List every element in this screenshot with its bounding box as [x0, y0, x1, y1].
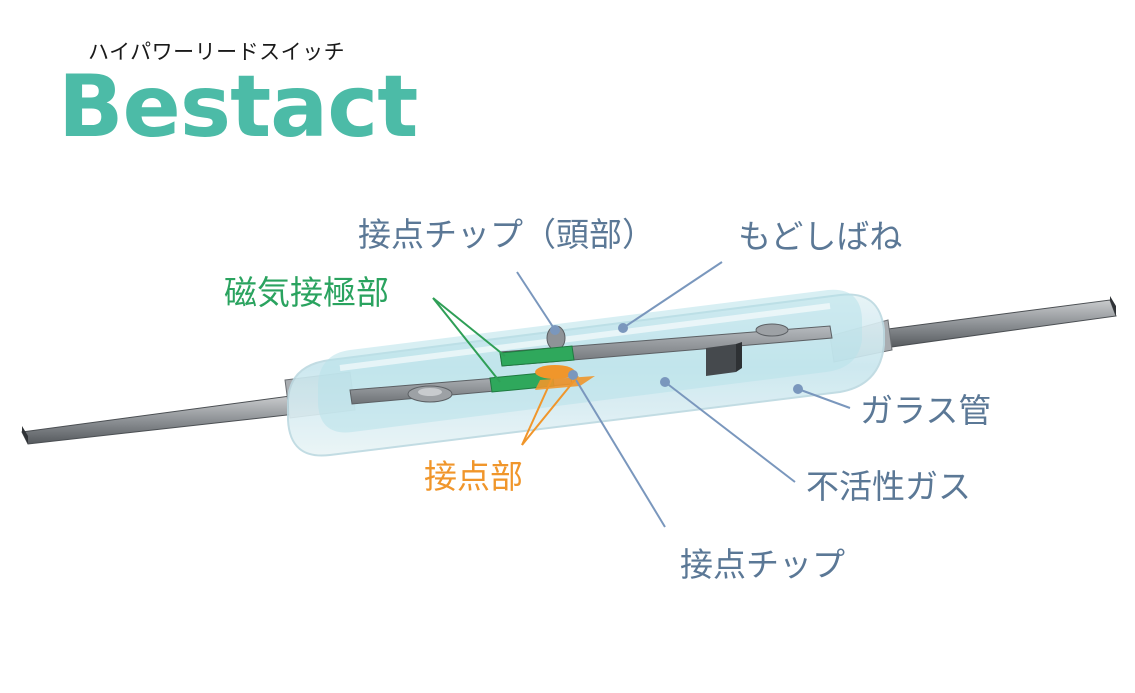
brand-logo: Bestact	[58, 57, 418, 157]
contact-parts	[535, 365, 595, 390]
product-subtitle: ハイパワーリードスイッチ	[88, 40, 346, 64]
label-contact: 接点部	[424, 457, 523, 496]
label-glass-tube: ガラス管	[860, 391, 992, 430]
leader-dots	[550, 323, 803, 394]
label-return-spring: もどしばね	[738, 217, 903, 256]
upper-reed	[499, 323, 833, 376]
label-magnetic-pole: 磁気接極部	[224, 273, 389, 312]
leader-lines	[432, 261, 851, 528]
label-inert-gas: 不活性ガス	[806, 467, 971, 506]
glass-tube	[287, 289, 885, 457]
label-contact-tip: 接点チップ	[680, 545, 845, 584]
label-contact-tip-head: 接点チップ（頭部）	[358, 215, 655, 254]
